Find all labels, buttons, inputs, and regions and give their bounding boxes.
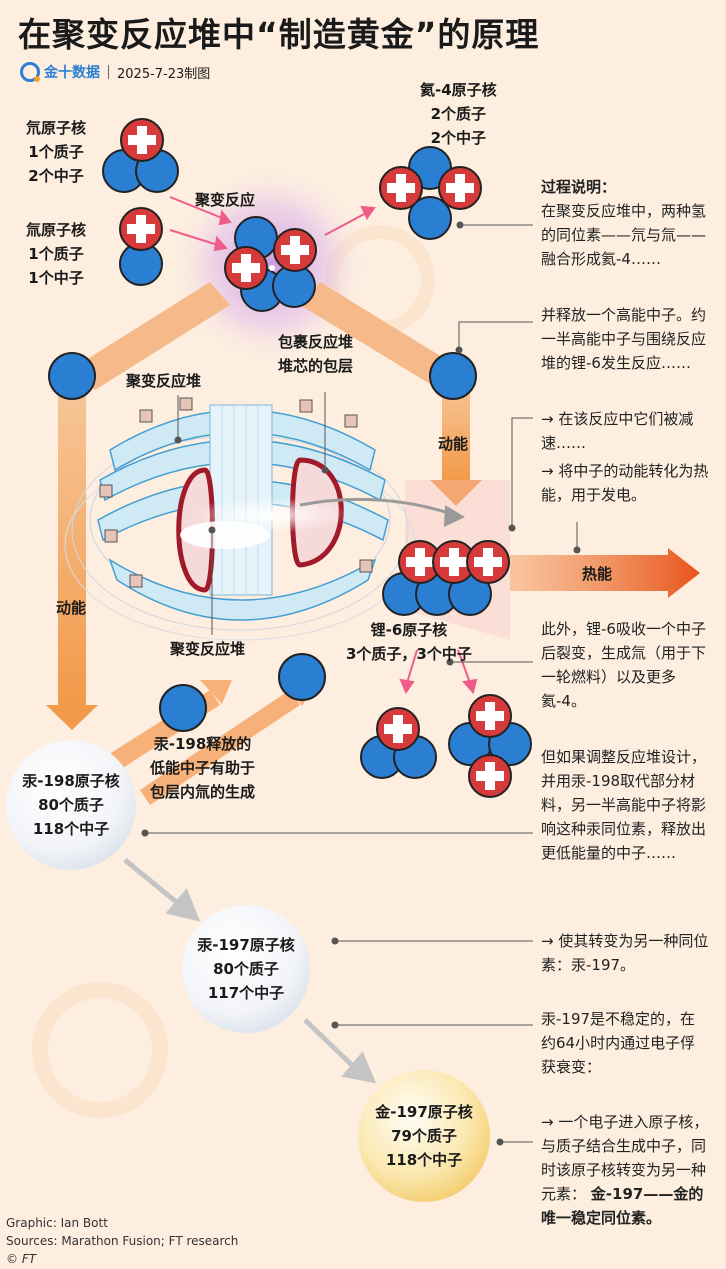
description-3: → 在该反应中它们被减速…… — [541, 410, 694, 452]
lithium6-label: 锂-6原子核 3个质子，3个中子 — [346, 621, 472, 663]
hg198-nucleus: 汞-198原子核 80个质子 118个中子 — [6, 740, 136, 870]
leader-lines — [141, 221, 581, 1146]
fusion-cluster — [224, 216, 317, 312]
heat-arrow — [510, 548, 700, 598]
deuterium-label: 氘原子核 1个质子 2个中子 — [26, 119, 87, 185]
brand-separator — [108, 65, 109, 79]
tokamak-illustration — [64, 397, 465, 641]
page-title: 在聚变反应堆中“制造黄金”的原理 — [18, 15, 540, 54]
kinetic-label-left: 动能 — [56, 599, 87, 617]
au197-nucleus: 金-197原子核 79个质子 118个中子 — [358, 1070, 490, 1202]
reactor-label-bottom: 聚变反应堆 — [170, 640, 246, 658]
heat-label: 热能 — [582, 565, 613, 583]
blanket-label: 包裹反应堆 堆芯的包层 — [278, 333, 354, 375]
fusion-label: 聚变反应 — [195, 191, 256, 209]
brand-bar: 金十数据 2025-7-23制图 — [20, 62, 210, 82]
description-7: → 使其转变为另一种同位素：汞-197。 — [541, 932, 709, 974]
brand-logo-icon — [20, 62, 40, 82]
free-neutrons — [48, 352, 477, 732]
kinetic-energy-beams — [46, 282, 482, 805]
description-4: → 将中子的动能转化为热能，用于发电。 — [541, 462, 709, 504]
description-6: 但如果调整反应堆设计，并用汞-198取代部分材料，另一半高能中子将影响这种汞同位… — [541, 748, 707, 862]
description-9: → 一个电子进入原子核，与质子结合生成中子，同时该原子核转变为另一种元素： 金-… — [541, 1113, 709, 1227]
hg197-nucleus: 汞-197原子核 80个质子 117个中子 — [182, 905, 310, 1033]
brand-date: 2025-7-23制图 — [117, 66, 211, 82]
brand-name: 金十数据 — [44, 65, 100, 81]
fusion-arrows — [169, 196, 478, 695]
hg198-release-label: 汞-198释放的 低能中子有助于 包层内氚的生成 — [150, 735, 256, 801]
footer-credits: Graphic: Ian Bott Sources: Marathon Fusi… — [6, 1216, 239, 1266]
description-8: 汞-197是不稳定的，在约64小时内通过电子俘获衰变： — [541, 1010, 696, 1076]
tritium-label: 氚原子核 1个质子 1个中子 — [26, 221, 87, 287]
tritium-nucleus — [119, 207, 163, 286]
kinetic-label-right: 动能 — [438, 435, 469, 453]
reactor-label-top: 聚变反应堆 — [126, 372, 202, 390]
helium4-label: 氦-4原子核 2个质子 2个中子 — [420, 81, 497, 147]
description-5: 此外，锂-6吸收一个中子后裂变，生成氚（用于下一轮燃料）以及更多氦-4。 — [541, 620, 707, 710]
decay-arrows — [123, 858, 377, 1084]
deuterium-nucleus — [102, 118, 179, 193]
tritium-product — [360, 707, 437, 779]
description-2: 并释放一个高能中子。约一半高能中子与围绕反应堆的锂-6发生反应…… — [541, 306, 707, 372]
helium-product — [448, 694, 532, 798]
description-1: 过程说明： 在聚变反应堆中，两种氢的同位素——氘与氚——融合形成氦-4…… — [541, 178, 707, 268]
